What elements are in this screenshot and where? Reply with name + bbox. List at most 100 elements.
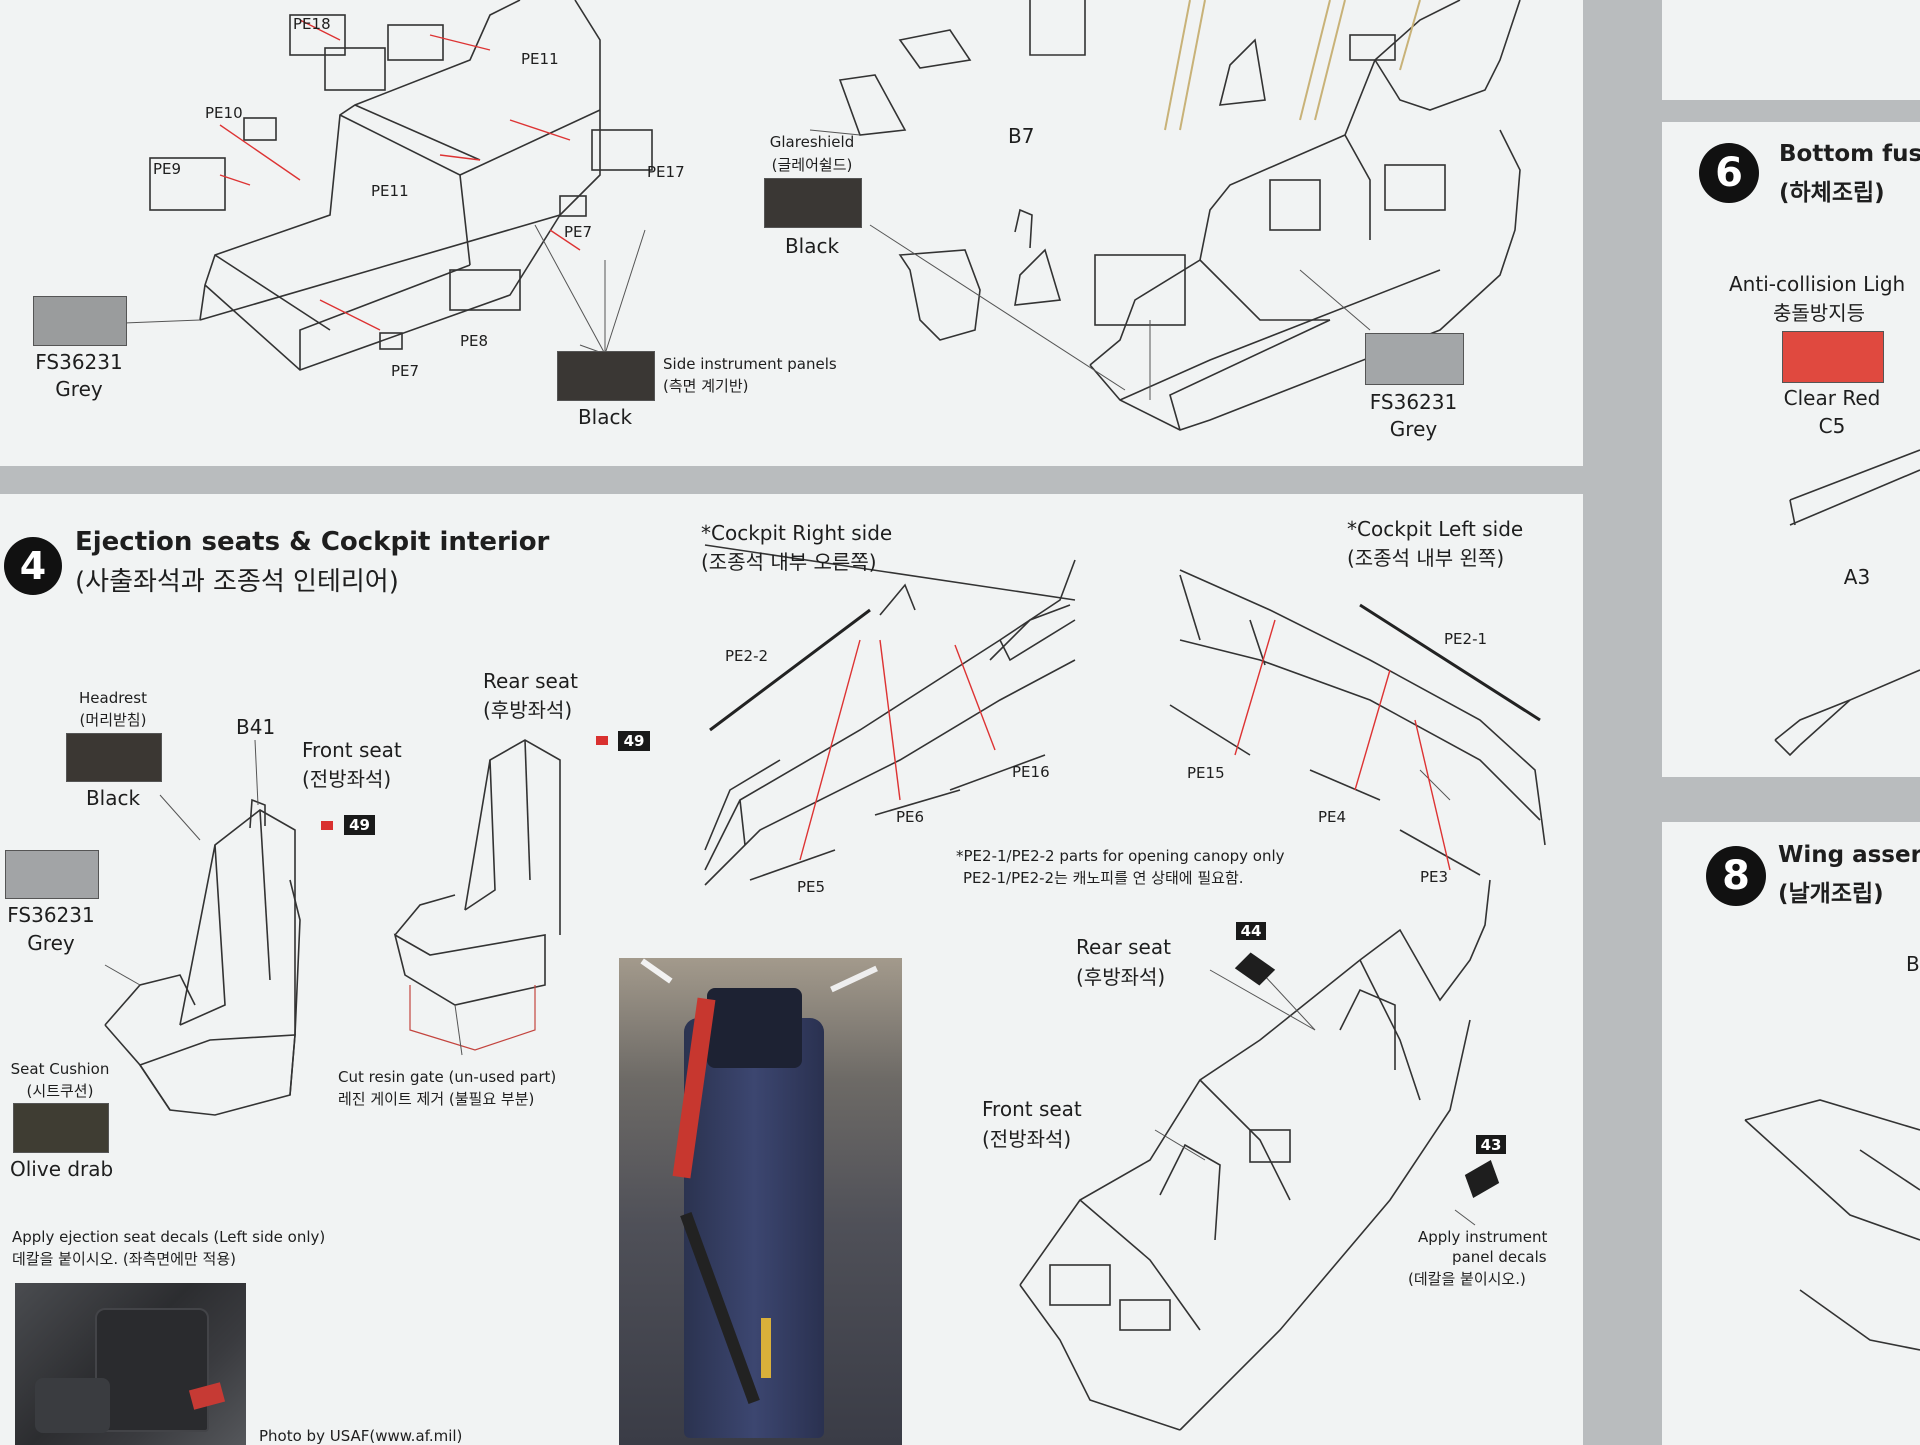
label-b7: B7 xyxy=(1008,124,1035,148)
cockpit-right-title: *Cockpit Right side xyxy=(701,521,893,545)
decal-49-rear-chip xyxy=(596,736,608,745)
rear-seat2-title-ko: (후방좌석) xyxy=(1076,965,1166,989)
decal-43: 43 xyxy=(1476,1135,1506,1154)
label-pe8: PE8 xyxy=(460,332,489,350)
label-pe10: PE10 xyxy=(205,104,243,122)
step4-grey-name: Grey xyxy=(27,931,75,955)
rear-seat-title-ko: (후방좌석) xyxy=(483,698,573,722)
glareshield-title-ko: (글레어쉴드) xyxy=(771,156,853,174)
cockpit-right-title-ko: (조종석 내부 오른쪽) xyxy=(701,550,877,574)
clear-red-name: Clear Red xyxy=(1783,386,1881,410)
label-pe6: PE6 xyxy=(896,808,925,826)
step4-grey-swatch xyxy=(5,850,99,899)
label-pe17: PE17 xyxy=(647,163,685,181)
top-left-sheet xyxy=(0,0,1583,466)
cockpit-left-title-ko: (조종석 내부 왼쪽) xyxy=(1347,546,1505,570)
apply-panel-line2: panel decals xyxy=(1452,1248,1547,1266)
front-seat2-title-ko: (전방좌석) xyxy=(982,1127,1072,1151)
grey-right-name: Grey xyxy=(1389,417,1438,441)
decal-49-rear: 49 xyxy=(618,731,650,751)
label-pe2-1: PE2-1 xyxy=(1444,630,1488,648)
right-top-sheet xyxy=(1662,0,1920,100)
label-pe7-lower: PE7 xyxy=(391,362,420,380)
cushion-title: Seat Cushion xyxy=(10,1060,110,1078)
step6-number-badge: 6 xyxy=(1699,143,1759,203)
step4-title-ko: (사출좌석과 조종석 인테리어) xyxy=(75,567,399,597)
headrest-name: Black xyxy=(85,786,141,810)
front-seat2-title: Front seat xyxy=(982,1097,1082,1121)
label-pe4: PE4 xyxy=(1318,808,1347,826)
decal-49-front: 49 xyxy=(344,815,375,835)
decal-49-front-chip xyxy=(321,821,333,830)
glareshield-title: Glareshield xyxy=(769,133,855,151)
apply-seat-decals-line2: 데칼을 붙이시오. (좌측면에만 적용) xyxy=(12,1250,236,1268)
step8-number-badge: 8 xyxy=(1706,846,1766,906)
anticollision-title: Anti-collision Ligh xyxy=(1729,272,1906,296)
step6-sheet xyxy=(1662,122,1920,777)
resin-note-line2: 레진 게이트 제거 (불필요 부분) xyxy=(338,1090,535,1108)
label-pe18: PE18 xyxy=(293,15,331,33)
headrest-title-ko: (머리받침) xyxy=(79,711,147,729)
front-seat-title-ko: (전방좌석) xyxy=(302,767,392,791)
glareshield-name: Black xyxy=(784,234,840,258)
clear-red-swatch xyxy=(1782,331,1884,383)
photo-seat-cushion-shape xyxy=(35,1378,110,1433)
rear-seat-title: Rear seat xyxy=(483,669,578,693)
photo-ceiling-light-1 xyxy=(640,958,673,984)
step4-grey-code: FS36231 xyxy=(7,903,95,927)
label-pe11-mid: PE11 xyxy=(371,182,409,200)
step8-title-ko: (날개조립) xyxy=(1778,881,1884,907)
headrest-title: Headrest xyxy=(79,689,147,707)
apply-panel-line1: Apply instrument xyxy=(1418,1228,1548,1246)
label-pe15: PE15 xyxy=(1187,764,1225,782)
step4-number-badge: 4 xyxy=(4,537,62,595)
label-pe5: PE5 xyxy=(797,878,826,896)
grey-left-code: FS36231 xyxy=(35,350,123,374)
cushion-swatch xyxy=(13,1103,109,1153)
apply-panel-line3: (데칼을 붙이시오.) xyxy=(1408,1270,1526,1288)
label-a3: A3 xyxy=(1843,565,1871,589)
front-seat-title: Front seat xyxy=(302,738,402,762)
seat-detail-photo xyxy=(15,1283,246,1445)
grey-right-code: FS36231 xyxy=(1369,390,1458,414)
canopy-note-line2: PE2-1/PE2-2는 캐노피를 연 상태에 필요함. xyxy=(963,869,1244,887)
grey-left-name: Grey xyxy=(55,377,103,401)
label-b-step8: B xyxy=(1906,952,1920,976)
resin-note-line1: Cut resin gate (un-used part) xyxy=(338,1068,557,1086)
ejection-seat-photo xyxy=(619,958,902,1445)
step4-title: Ejection seats & Cockpit interior xyxy=(75,527,550,557)
label-pe2-2: PE2-2 xyxy=(725,647,769,665)
grey-swatch-right xyxy=(1365,333,1464,385)
photo-yellow-handle xyxy=(761,1318,771,1378)
photo-headbox xyxy=(707,988,802,1068)
photo-credit: Photo by USAF(www.af.mil) xyxy=(259,1427,463,1445)
canopy-note-line1: *PE2-1/PE2-2 parts for opening canopy on… xyxy=(956,847,1285,865)
step6-title: Bottom fus xyxy=(1779,141,1920,167)
side-panels-title-ko: (측면 계기반) xyxy=(663,377,749,395)
glareshield-swatch xyxy=(764,178,862,228)
label-pe11-top: PE11 xyxy=(521,50,559,68)
decal-44: 44 xyxy=(1236,922,1266,940)
label-c5: C5 xyxy=(1818,414,1846,438)
label-pe16: PE16 xyxy=(1012,763,1050,781)
headrest-swatch xyxy=(66,733,162,782)
rear-seat2-title: Rear seat xyxy=(1076,935,1171,959)
cockpit-left-title: *Cockpit Left side xyxy=(1347,517,1524,541)
label-pe9: PE9 xyxy=(153,160,182,178)
step6-title-ko: (하체조립) xyxy=(1779,180,1885,206)
apply-seat-decals-line1: Apply ejection seat decals (Left side on… xyxy=(12,1228,326,1246)
photo-ceiling-light-2 xyxy=(830,965,878,993)
step8-title: Wing asser xyxy=(1778,842,1920,868)
label-pe3: PE3 xyxy=(1420,868,1449,886)
photo-seat-body xyxy=(684,1018,824,1438)
photo-seat-shape xyxy=(95,1308,209,1432)
label-pe7-upper: PE7 xyxy=(564,223,593,241)
side-panels-swatch xyxy=(557,351,655,401)
label-b41: B41 xyxy=(236,715,276,739)
cushion-title-ko: (시트쿠션) xyxy=(26,1082,94,1100)
side-panels-name: Black xyxy=(577,405,633,429)
anticollision-title-ko: 충돌방지등 xyxy=(1773,301,1865,325)
grey-swatch-left xyxy=(33,296,127,346)
cushion-name: Olive drab xyxy=(10,1157,114,1181)
